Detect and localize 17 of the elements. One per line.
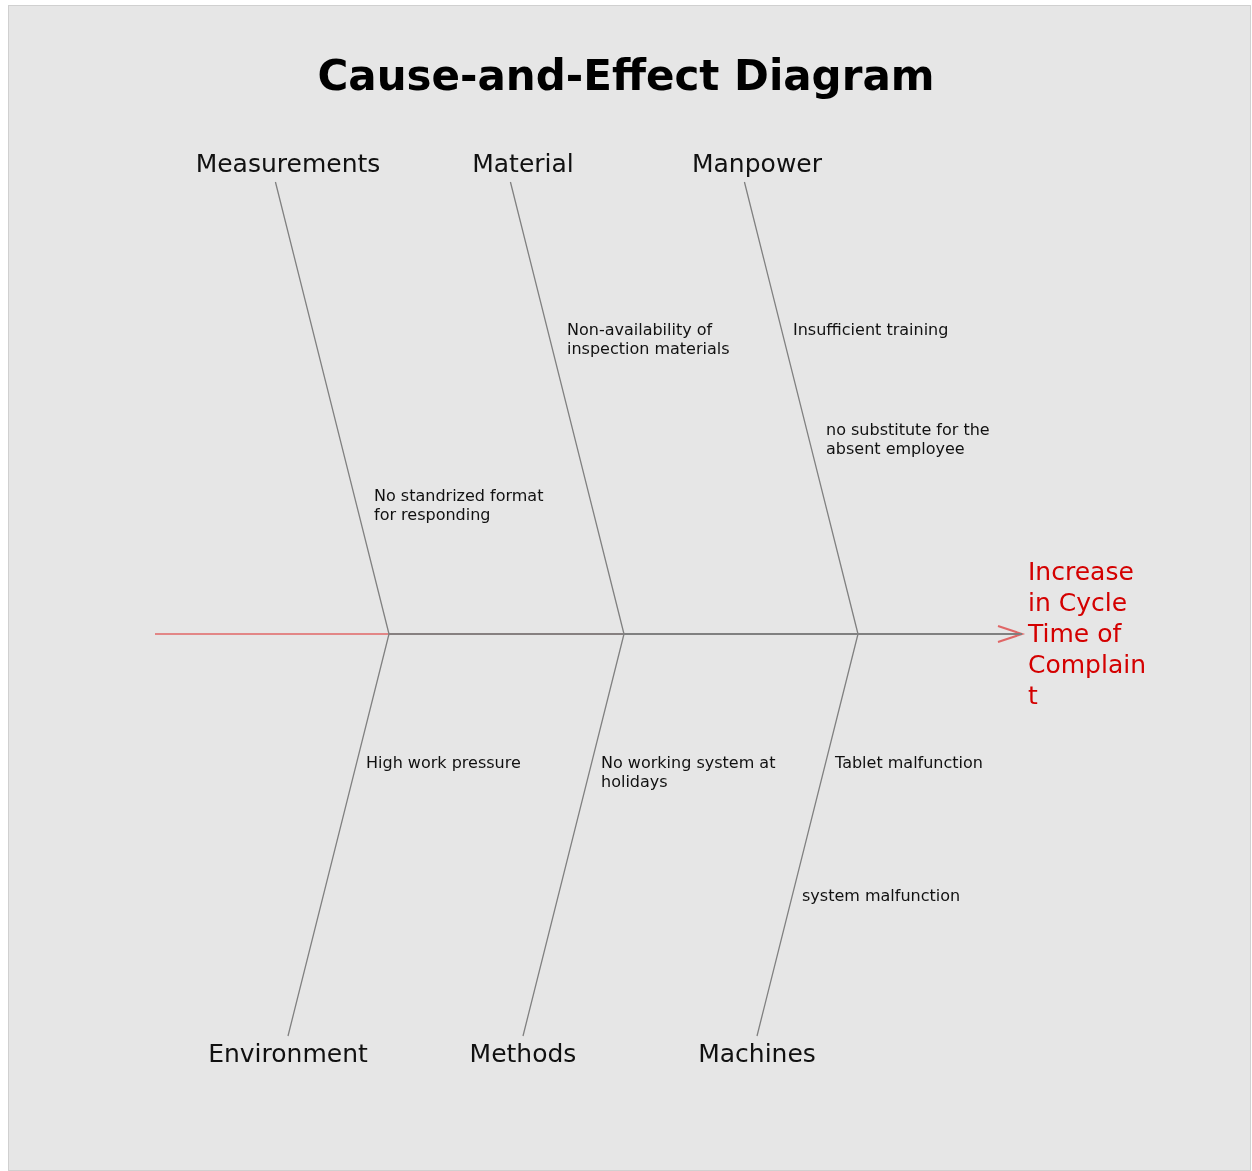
cause-text: No standrized format for responding	[374, 486, 545, 524]
category-label: Machines	[642, 1036, 872, 1072]
category-label: Material	[408, 146, 638, 182]
category-label: Manpower	[642, 146, 872, 182]
diagram-title: Cause-and-Effect Diagram	[316, 50, 936, 102]
cause-text: High work pressure	[366, 753, 522, 772]
category-label: Environment	[173, 1036, 403, 1072]
cause-text: no substitute for the absent employee	[826, 420, 991, 458]
bone-line	[756, 633, 1023, 1037]
effect-label: Increase in Cycle Time of Complaint	[1028, 556, 1152, 711]
cause-text: Non-availability of inspection materials	[567, 320, 731, 358]
cause-text: Tablet malfunction	[835, 753, 984, 772]
cause-text: No working system at holidays	[601, 753, 777, 791]
category-label: Measurements	[173, 146, 403, 182]
cause-text: system malfunction	[802, 886, 962, 905]
cause-text: Insufficient training	[793, 320, 950, 339]
category-label: Methods	[408, 1036, 638, 1072]
